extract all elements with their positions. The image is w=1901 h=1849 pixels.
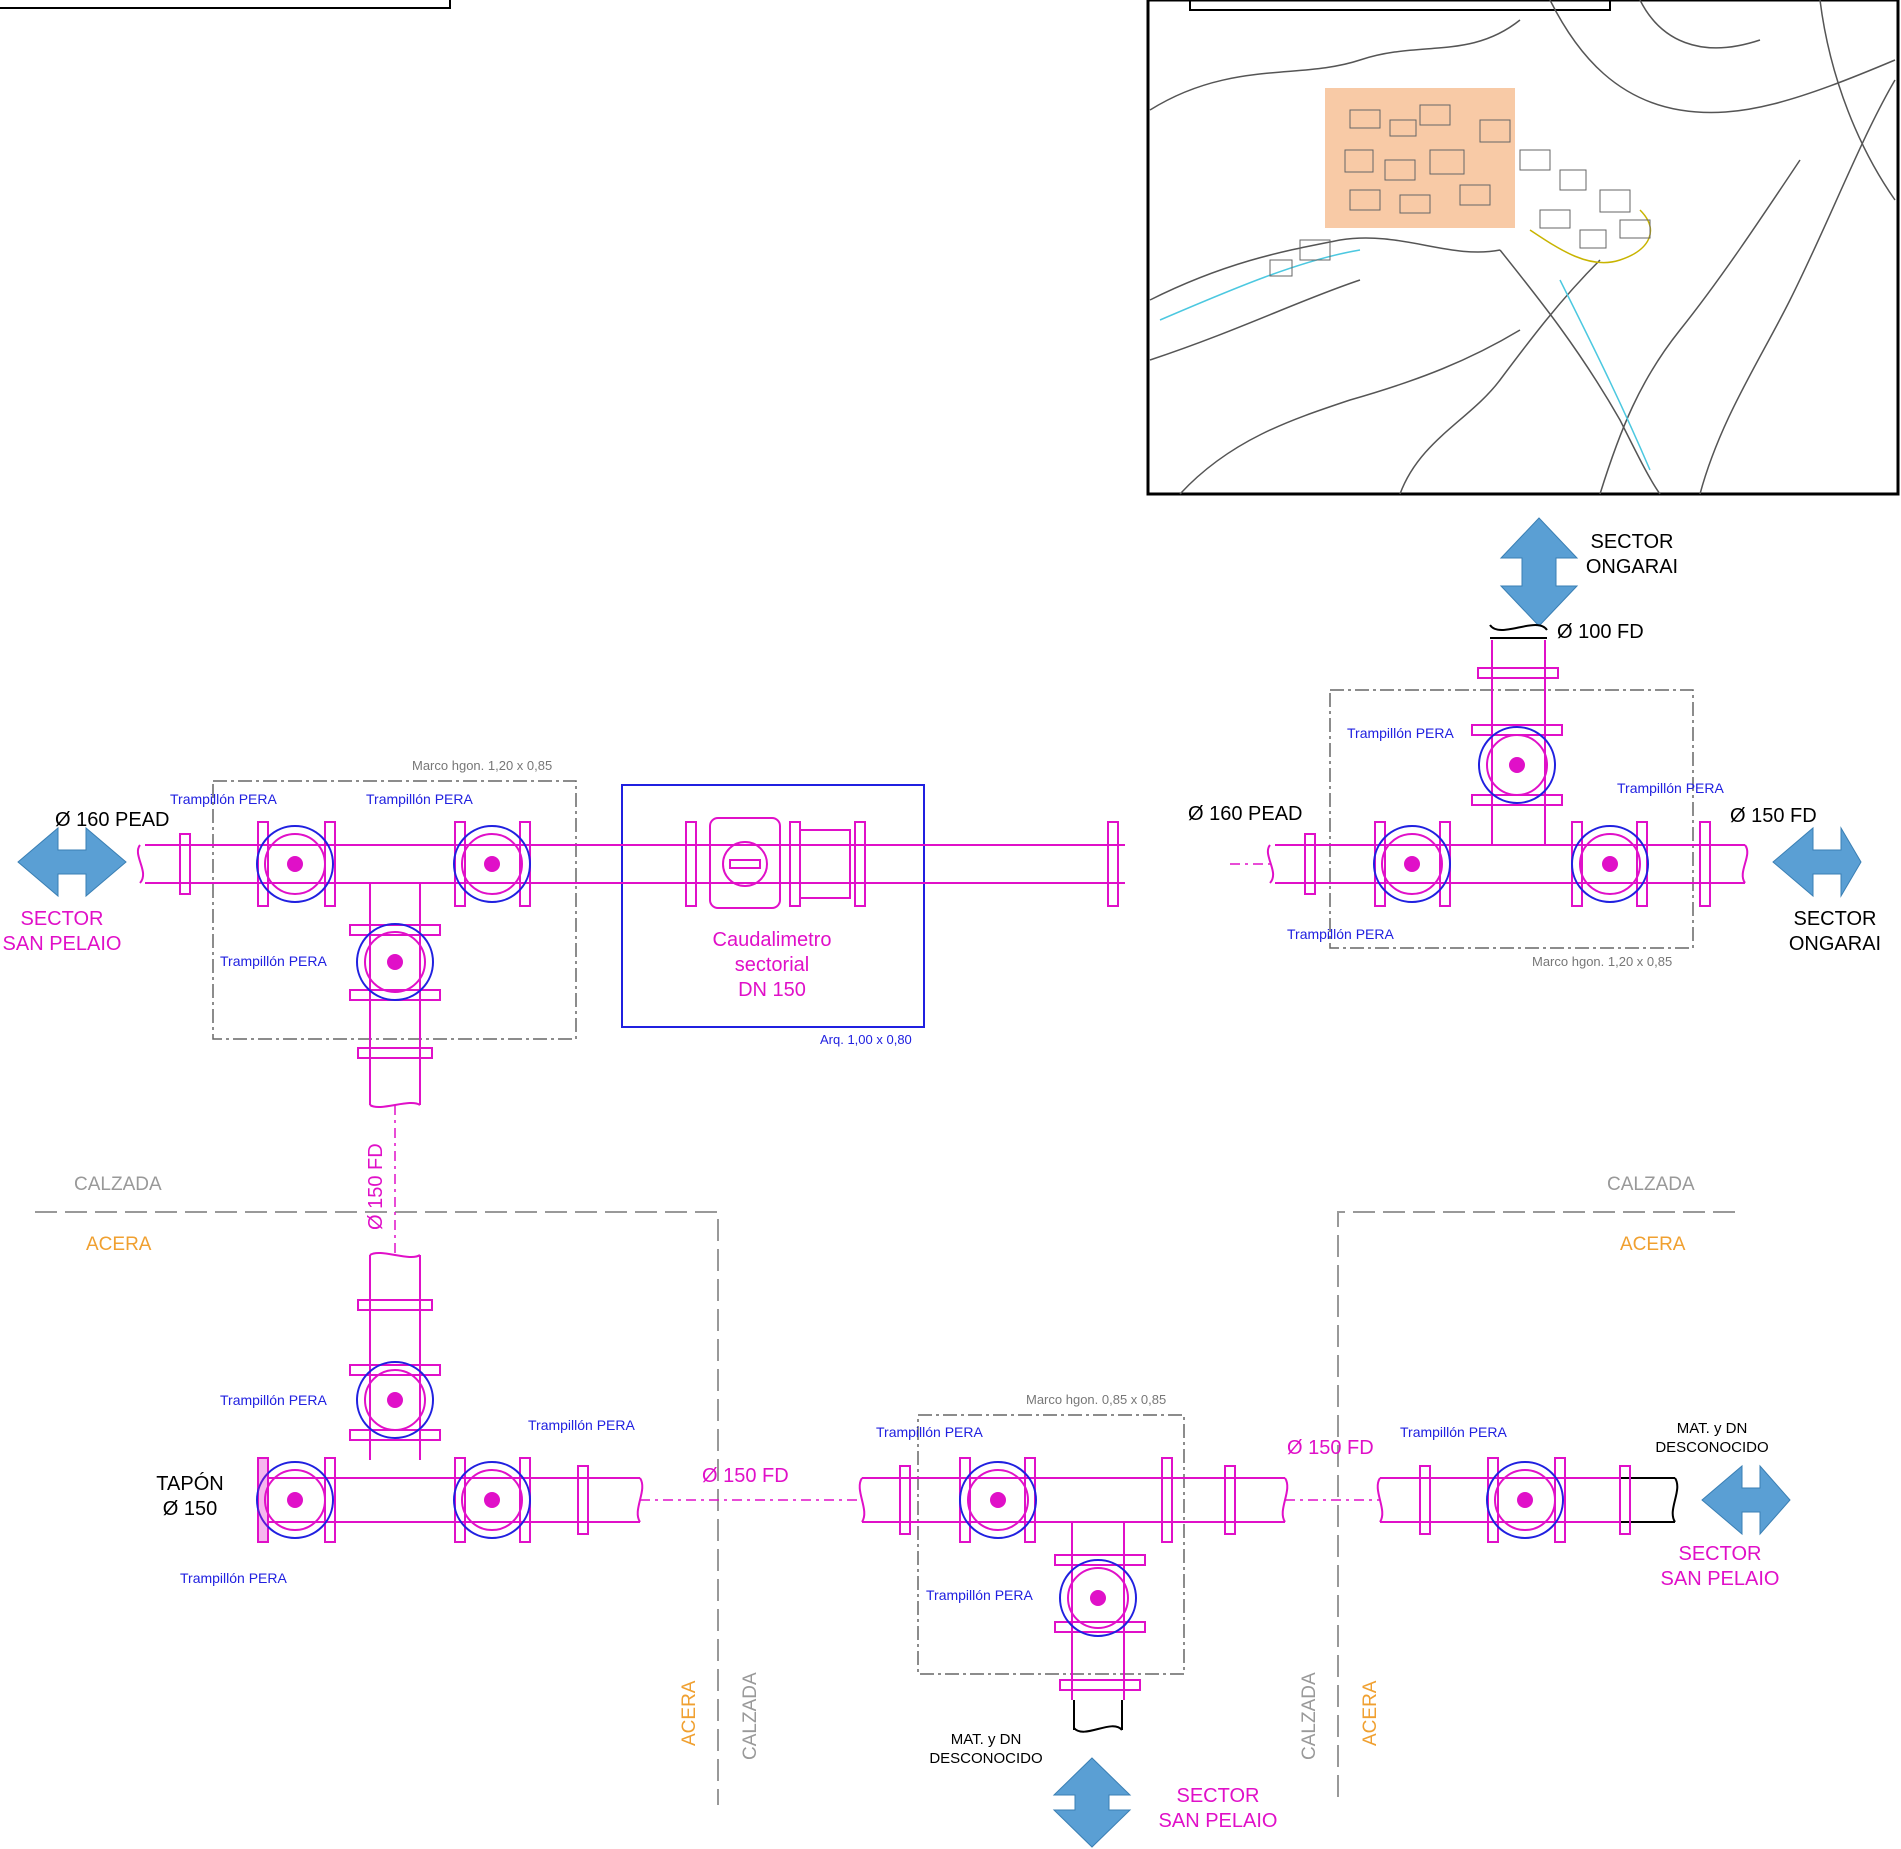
flowmeter-pit xyxy=(621,784,925,1028)
d150fd-vertical-label: Ø 150 FD xyxy=(365,1143,387,1230)
calzada-label: CALZADA xyxy=(74,1174,162,1195)
d150fd-bottom-right-label: Ø 150 FD xyxy=(1287,1437,1374,1459)
calzada-label: CALZADA xyxy=(1607,1174,1695,1195)
trampillon-label: Trampillón PERA xyxy=(180,1570,288,1586)
arqueta-label: Arq. 1,00 x 0,80 xyxy=(820,1032,912,1047)
gate-valve xyxy=(453,825,531,903)
marco-top-left-label: Marco hgon. 1,20 x 0,85 xyxy=(412,758,552,773)
acera-label: ACERA xyxy=(86,1234,152,1255)
chamber-frame-bottom xyxy=(917,1414,1185,1675)
trampillon-label: Trampillón PERA xyxy=(876,1424,984,1440)
gate-valve xyxy=(959,1461,1037,1539)
arrow-sector-ongarai-top xyxy=(1499,517,1579,627)
trampillon-label: Trampillón PERA xyxy=(170,791,278,807)
arrow-sector-ongarai-right xyxy=(1772,826,1862,898)
gate-valve xyxy=(453,1461,531,1539)
gate-valve xyxy=(356,1361,434,1439)
curb-line-right xyxy=(1337,1211,1735,1805)
calzada-label: CALZADA xyxy=(1299,1672,1320,1760)
gate-valve xyxy=(1478,726,1556,804)
trampillon-label: Trampillón PERA xyxy=(220,953,328,969)
trampillon-label: Trampillón PERA xyxy=(1287,926,1395,942)
acera-label: ACERA xyxy=(1620,1234,1686,1255)
d160pead-left-label: Ø 160 PEAD xyxy=(55,809,170,831)
calzada-label: CALZADA xyxy=(740,1672,761,1760)
gate-valve xyxy=(1059,1559,1137,1637)
gate-valve xyxy=(256,1461,334,1539)
trampillon-label: Trampillón PERA xyxy=(528,1417,636,1433)
existing-pipes xyxy=(1073,624,1679,1733)
title-block-corner xyxy=(0,0,451,9)
chamber-frame-top-left xyxy=(212,780,577,1040)
trampillon-label: Trampillón PERA xyxy=(1617,780,1725,796)
pipe-network xyxy=(137,640,1749,1700)
gate-valve xyxy=(256,825,334,903)
location-map xyxy=(1146,0,1900,496)
arrow-sector-san-pelaio-right xyxy=(1701,1464,1791,1536)
gate-valve xyxy=(356,923,434,1001)
trampillon-label: Trampillón PERA xyxy=(366,791,474,807)
curb-line-left xyxy=(35,1211,719,1805)
gate-valve xyxy=(1373,825,1451,903)
trampillon-label: Trampillón PERA xyxy=(1400,1424,1508,1440)
gate-valve xyxy=(1571,825,1649,903)
acera-label: ACERA xyxy=(1360,1680,1381,1746)
d150fd-bottom-mid-label: Ø 150 FD xyxy=(702,1465,789,1487)
marco-bottom-label: Marco hgon. 0,85 x 0,85 xyxy=(1026,1392,1166,1407)
acera-label: ACERA xyxy=(679,1680,700,1746)
d160pead-mid-label: Ø 160 PEAD xyxy=(1188,803,1303,825)
arrow-sector-san-pelaio-bottom xyxy=(1052,1757,1132,1848)
marco-top-right-label: Marco hgon. 1,20 x 0,85 xyxy=(1532,954,1672,969)
flanges xyxy=(179,667,1711,1691)
gate-valve xyxy=(1486,1461,1564,1539)
arrow-sector-san-pelaio-left xyxy=(17,826,127,898)
d150fd-right-label: Ø 150 FD xyxy=(1730,805,1817,827)
trampillon-label: Trampillón PERA xyxy=(1347,725,1455,741)
chamber-frame-top-right xyxy=(1329,689,1694,949)
trampillon-label: Trampillón PERA xyxy=(220,1392,328,1408)
trampillon-label: Trampillón PERA xyxy=(926,1587,1034,1603)
cap-icon xyxy=(258,1458,268,1542)
d100fd-label: Ø 100 FD xyxy=(1557,621,1644,643)
flowmeter-icon xyxy=(709,817,851,909)
